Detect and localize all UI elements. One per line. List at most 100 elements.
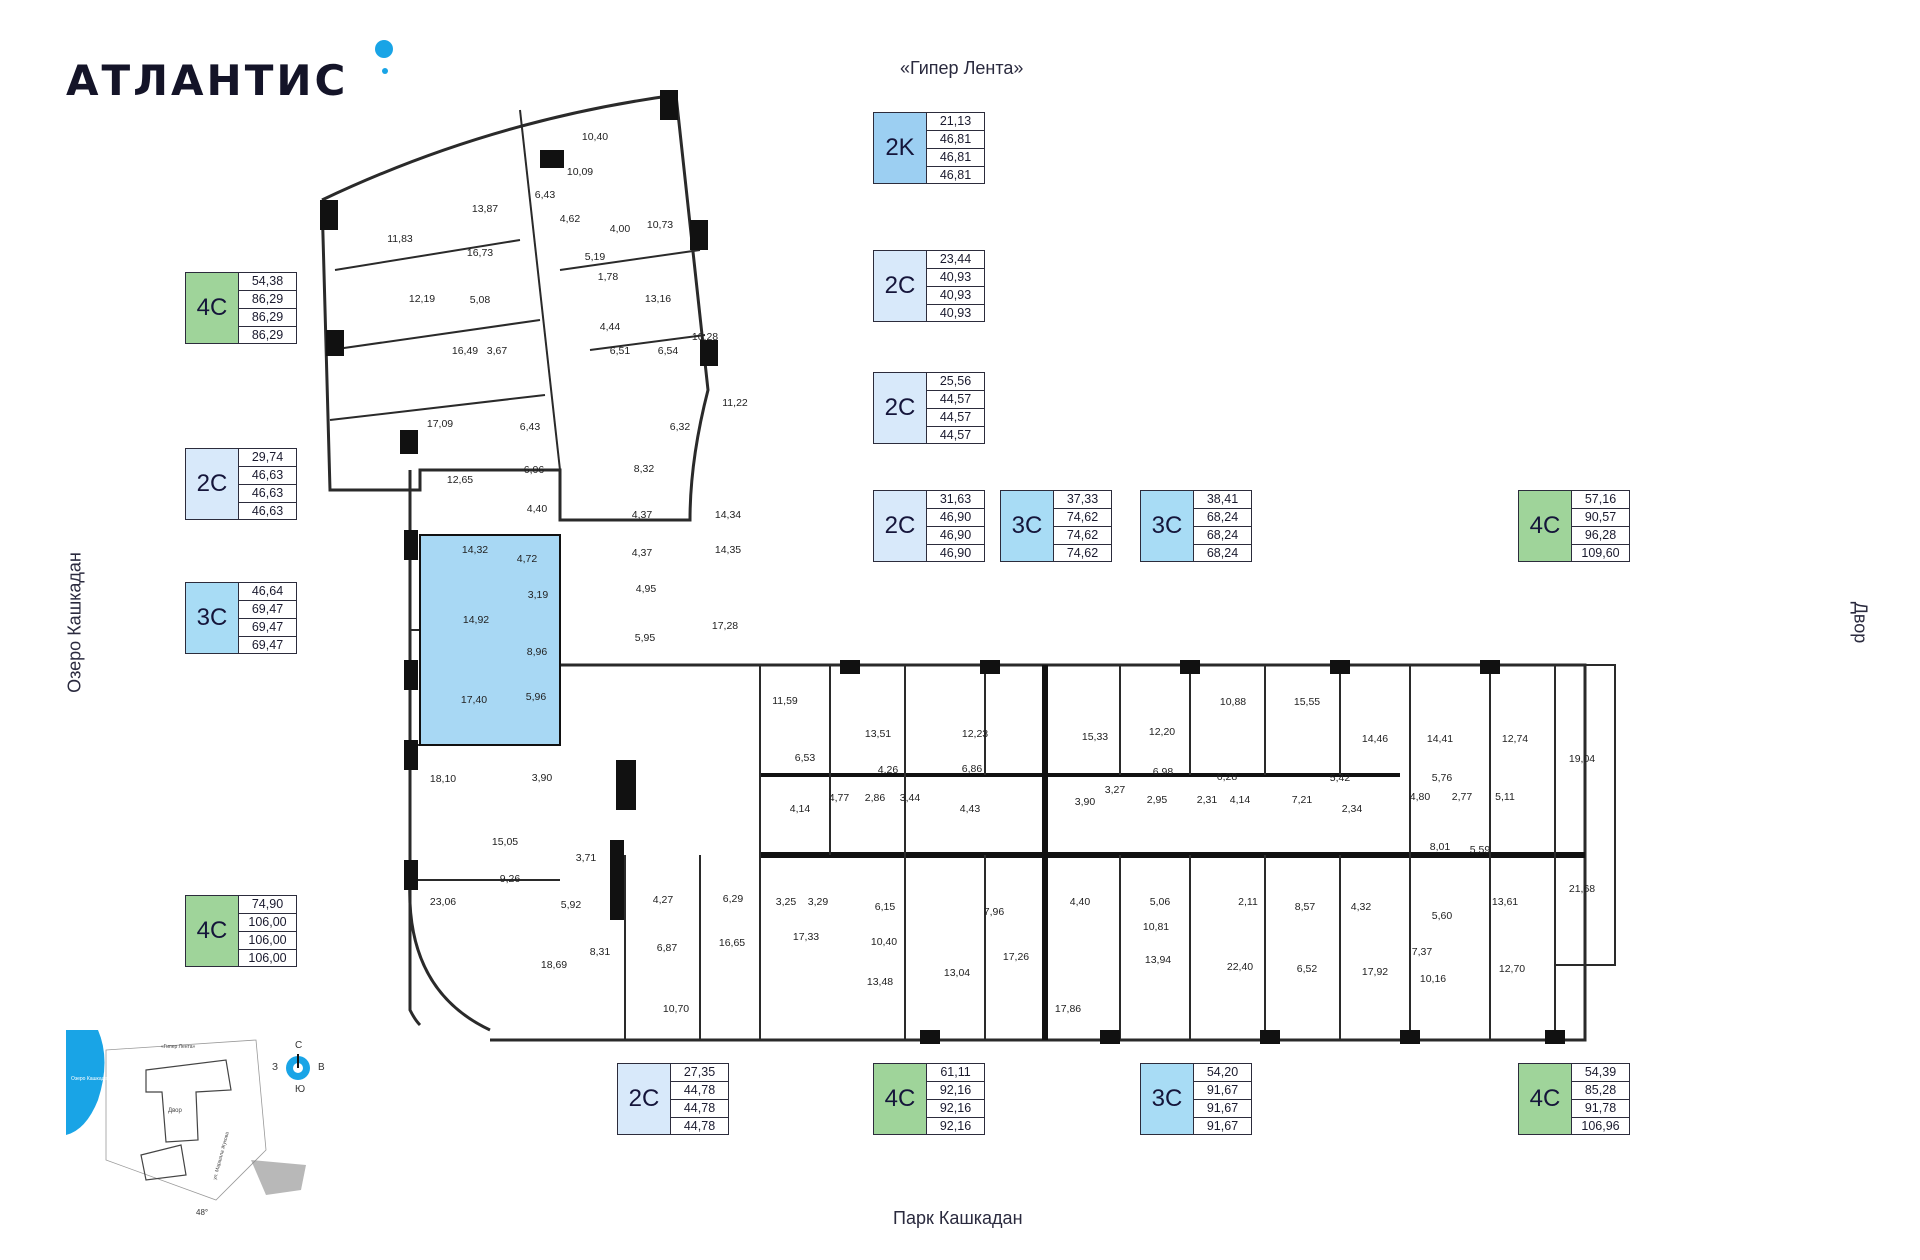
apartment-type: 3C <box>1000 490 1054 562</box>
area-value: 106,00 <box>248 951 287 965</box>
room-area: 3,90 <box>532 772 553 784</box>
area-value: 106,00 <box>239 932 296 950</box>
room-area: 3,71 <box>576 852 597 864</box>
room-area: 6,28 <box>1217 771 1238 783</box>
room-area: 13,61 <box>1492 896 1518 908</box>
area-value: 69,47 <box>239 601 296 619</box>
compass-north: С <box>295 1040 303 1051</box>
room-area: 2,34 <box>1342 803 1363 815</box>
area-value: 91,67 <box>1194 1100 1251 1118</box>
room-area: 5,96 <box>526 691 547 703</box>
room-area: 22,40 <box>1227 961 1253 973</box>
area-value: 27,35 <box>671 1064 728 1082</box>
apartment-type: 3C <box>1140 490 1194 562</box>
room-area: 10,73 <box>647 219 673 231</box>
room-area: 16,49 <box>452 345 478 357</box>
room-area: 17,33 <box>793 931 819 943</box>
room-area: 4,32 <box>1351 901 1372 913</box>
room-area: 13,87 <box>472 203 498 215</box>
room-area: 12,19 <box>409 293 435 305</box>
apartment-type: 4C <box>185 895 239 967</box>
highlighted-apartment[interactable] <box>419 534 561 746</box>
room-area: 3,29 <box>808 896 829 908</box>
area-value: 54,38 <box>239 273 296 291</box>
site-minimap: Озеро Кашкадан «Гипер Лента» Двор ул. Ма… <box>66 1030 306 1217</box>
area-value: 46,81 <box>927 149 984 167</box>
room-area: 17,28 <box>712 620 738 632</box>
area-value: 46,81 <box>939 168 972 182</box>
room-area: 4,72 <box>517 553 538 565</box>
area-value: 40,93 <box>939 306 972 320</box>
area-value: 74,62 <box>1054 509 1111 527</box>
room-area: 5,59 <box>1470 844 1491 856</box>
room-area: 15,05 <box>492 836 518 848</box>
area-value: 23,44 <box>927 251 984 269</box>
room-area: 2,11 <box>1238 896 1258 908</box>
room-area: 10,40 <box>871 936 897 948</box>
area-value: 69,47 <box>239 619 296 637</box>
apartment-type: 4C <box>1518 1063 1572 1135</box>
area-value: 57,16 <box>1572 491 1629 509</box>
room-area: 6,87 <box>657 942 678 954</box>
room-area: 6,51 <box>610 345 631 357</box>
room-area: 11,83 <box>387 233 413 245</box>
area-value: 74,62 <box>1066 546 1099 560</box>
room-area: 6,06 <box>524 464 545 476</box>
area-value: 46,90 <box>939 546 972 560</box>
area-value: 54,39 <box>1572 1064 1629 1082</box>
area-value: 46,63 <box>239 467 296 485</box>
room-area: 5,95 <box>635 632 656 644</box>
apartment-type: 2C <box>873 490 927 562</box>
room-area: 10,88 <box>1220 696 1246 708</box>
room-area: 17,86 <box>1055 1003 1081 1015</box>
room-area: 3,27 <box>1105 784 1126 796</box>
room-area: 16,65 <box>719 937 745 949</box>
room-area: 13,94 <box>1145 954 1171 966</box>
room-area: 13,16 <box>645 293 671 305</box>
room-area: 4,95 <box>636 583 657 595</box>
area-value: 61,11 <box>927 1064 984 1082</box>
area-value: 38,41 <box>1194 491 1251 509</box>
room-area: 5,08 <box>470 294 491 306</box>
area-value: 54,20 <box>1194 1064 1251 1082</box>
area-value: 44,78 <box>671 1100 728 1118</box>
direction-bottom: Парк Кашкадан <box>893 1208 1023 1228</box>
room-area: 5,76 <box>1432 772 1453 784</box>
room-area: 4,14 <box>790 803 811 815</box>
room-area: 17,09 <box>427 418 453 430</box>
apartment-type: 2K <box>873 112 927 184</box>
area-value: 25,56 <box>927 373 984 391</box>
room-area: 8,01 <box>1430 841 1451 853</box>
room-area: 6,54 <box>658 345 679 357</box>
room-area: 4,62 <box>560 213 581 225</box>
room-area: 10,81 <box>1143 921 1169 933</box>
room-area: 10,28 <box>692 331 718 343</box>
area-value: 21,13 <box>927 113 984 131</box>
room-area: 12,74 <box>1502 733 1528 745</box>
room-area: 7,37 <box>1412 946 1433 958</box>
logo-dot-icon <box>375 40 393 58</box>
room-area: 5,42 <box>1330 772 1351 784</box>
